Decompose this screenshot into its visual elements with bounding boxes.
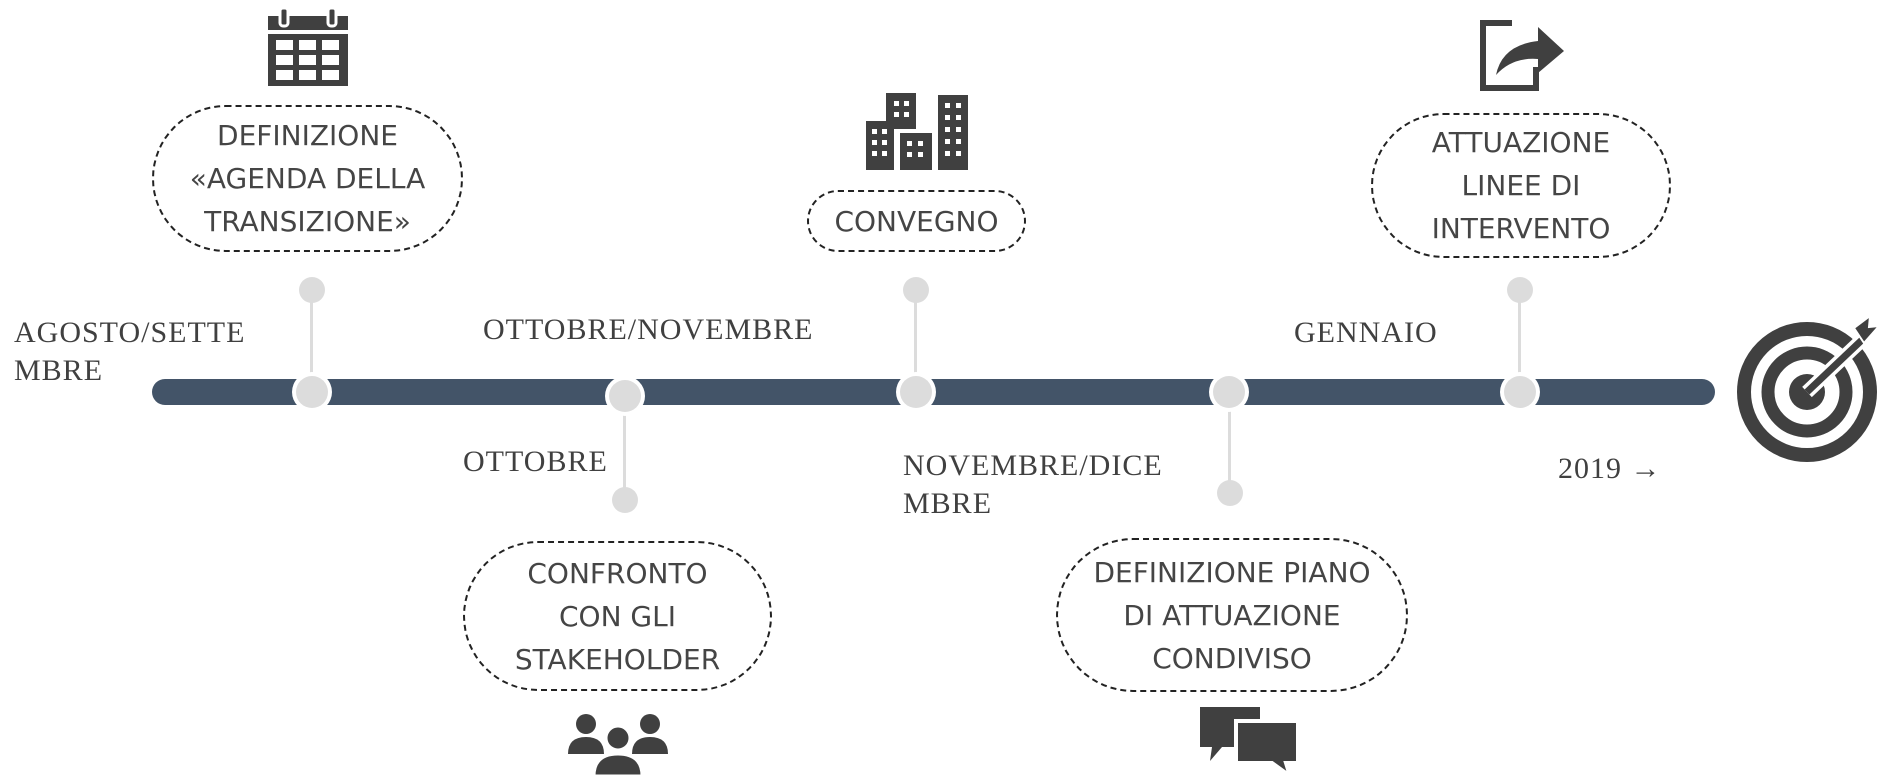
connector-1 — [310, 290, 313, 390]
people-icon — [566, 712, 670, 776]
date-label-4: NOVEMBRE/DICE MBRE — [903, 447, 1163, 523]
connector-3 — [914, 290, 917, 390]
chat-icon — [1200, 707, 1300, 776]
event-bubble-4: DEFINIZIONE PIANO DI ATTUAZIONE CONDIVIS… — [1056, 538, 1408, 692]
date-label-5: GENNAIO — [1294, 316, 1438, 349]
date-label-1-line1: AGOSTO/SETTE — [14, 316, 246, 349]
bar-node-2 — [609, 380, 641, 412]
bar-node-5 — [1504, 376, 1536, 408]
bar-node-1 — [296, 376, 328, 408]
top-node-5 — [1507, 277, 1533, 303]
top-node-1 — [299, 277, 325, 303]
date-label-1: AGOSTO/SETTE MBRE — [14, 314, 245, 390]
date-label-3: OTTOBRE/NOVEMBRE — [483, 313, 814, 346]
bottom-node-2 — [612, 487, 638, 513]
bar-node-3 — [900, 376, 932, 408]
date-label-4-line1: NOVEMBRE/DICE — [903, 449, 1163, 482]
connector-4 — [1228, 392, 1231, 492]
date-label-4-line2: MBRE — [903, 487, 993, 520]
end-year-label: 2019 → — [1558, 452, 1662, 485]
connector-5 — [1518, 290, 1521, 390]
top-node-3 — [903, 277, 929, 303]
timeline-bar — [152, 379, 1715, 405]
event-bubble-2: CONFRONTO CON GLI STAKEHOLDER — [463, 541, 772, 691]
calendar-icon — [268, 6, 348, 91]
date-label-1-line2: MBRE — [14, 354, 104, 387]
connector-2 — [623, 395, 626, 495]
event-bubble-5: ATTUAZIONE LINEE DI INTERVENTO — [1371, 113, 1671, 258]
buildings-icon — [866, 93, 968, 175]
event-bubble-3: CONVEGNO — [807, 190, 1026, 252]
bar-node-4 — [1213, 376, 1245, 408]
bottom-node-4 — [1217, 480, 1243, 506]
date-label-2: OTTOBRE — [463, 445, 608, 478]
share-icon — [1480, 15, 1564, 96]
target-icon — [1736, 313, 1879, 467]
event-bubble-1: DEFINIZIONE «AGENDA DELLA TRANSIZIONE» — [152, 105, 463, 252]
